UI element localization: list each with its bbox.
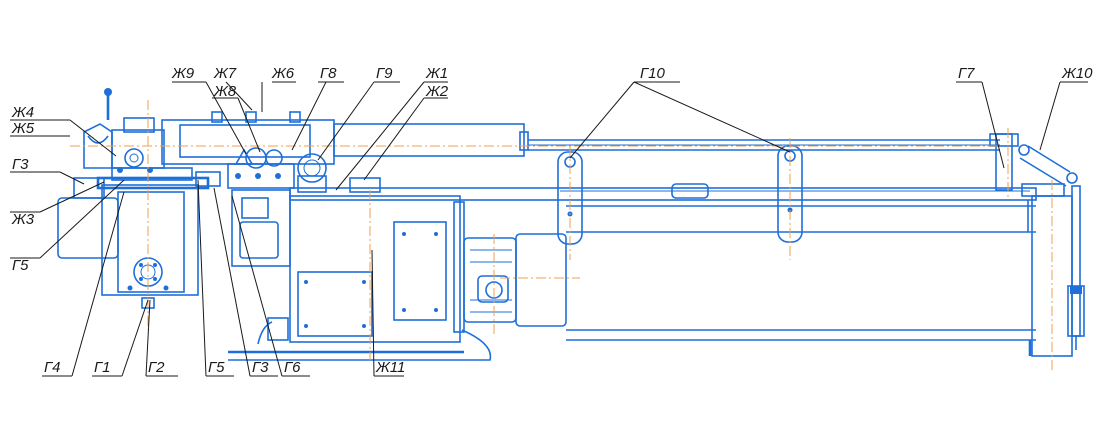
label-zh5: Ж5 [11, 120, 35, 137]
label-g7: Г7 [958, 65, 975, 82]
label-g6: Г6 [284, 359, 301, 376]
label-g3-left: Г3 [12, 156, 29, 173]
roller-block [195, 147, 295, 189]
leader-lines [10, 81, 1088, 377]
electric-motor [228, 233, 567, 361]
label-zh6: Ж6 [271, 65, 295, 82]
gear-g9 [297, 153, 327, 193]
label-zh10: Ж10 [1061, 65, 1093, 82]
labels: Ж9 Ж7 Ж8 Ж6 Г8 Г9 Ж1 Ж2 Г10 Г7 Ж10 Ж4 Ж5… [11, 65, 1093, 376]
label-zh9: Ж9 [171, 65, 195, 82]
label-zh4: Ж4 [11, 104, 34, 121]
label-zh8: Ж8 [213, 83, 237, 100]
label-g8: Г8 [320, 65, 337, 82]
left-headstock [57, 167, 210, 309]
label-g3-bottom: Г3 [252, 359, 269, 376]
label-zh1: Ж1 [425, 65, 448, 82]
label-zh7: Ж7 [213, 65, 237, 82]
label-zh3: Ж3 [11, 211, 35, 228]
central-cabinet [228, 177, 465, 354]
center-lines [70, 100, 1053, 370]
clamp-head [83, 88, 165, 173]
label-g5-bottom: Г5 [208, 359, 225, 376]
label-g9: Г9 [376, 65, 393, 82]
upper-cylinder [161, 111, 1000, 165]
label-g5-left: Г5 [12, 257, 29, 274]
label-g10: Г10 [640, 65, 666, 82]
label-g2: Г2 [148, 359, 165, 376]
label-g4: Г4 [44, 359, 61, 376]
label-zh11: Ж11 [375, 359, 405, 376]
label-zh2: Ж2 [425, 83, 449, 100]
main-bed [289, 183, 1037, 356]
label-g1: Г1 [94, 359, 111, 376]
